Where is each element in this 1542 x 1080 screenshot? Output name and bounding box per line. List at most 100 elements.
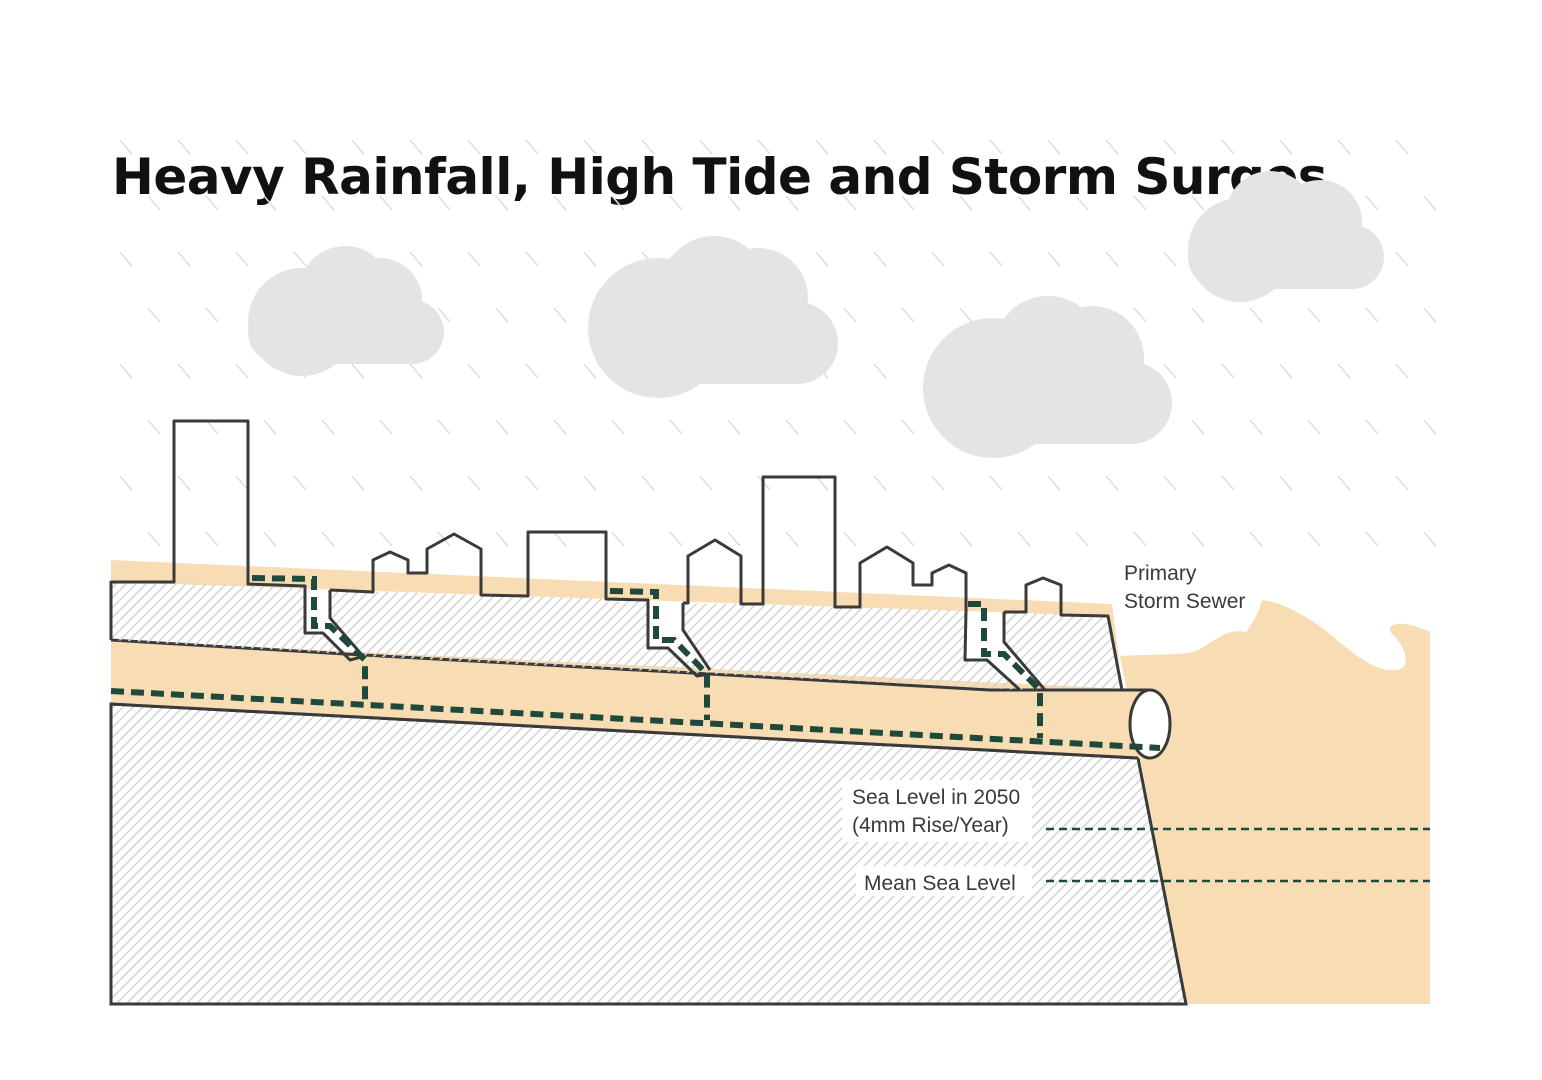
rain-streak: [1249, 307, 1263, 323]
rain-streak: [379, 195, 393, 211]
rain-streak: [409, 251, 423, 267]
rain-streak: [901, 195, 915, 211]
rain-streak: [553, 195, 567, 211]
rain-streak: [1047, 251, 1061, 267]
rain-streak: [553, 419, 567, 435]
rain-streak: [1307, 531, 1321, 547]
rain-streak: [1249, 419, 1263, 435]
rain-streak: [467, 475, 481, 491]
rain-streak: [119, 139, 133, 155]
rain-streak: [1047, 475, 1061, 491]
rain-streak: [1221, 139, 1235, 155]
rain-streak: [1307, 419, 1321, 435]
cloud-icon: [1188, 171, 1384, 302]
rain-streak: [699, 139, 713, 155]
rain-streak: [1221, 363, 1235, 379]
rain-streak: [1423, 419, 1437, 435]
rain-streak: [147, 419, 161, 435]
rain-streak: [263, 195, 277, 211]
rain-streak: [379, 531, 393, 547]
rain-streak: [351, 475, 365, 491]
rain-streak: [989, 475, 1003, 491]
rain-streak: [1133, 307, 1147, 323]
rain-streak: [321, 419, 335, 435]
rain-streak: [1423, 531, 1437, 547]
rain-streak: [437, 307, 451, 323]
rain-streak: [843, 531, 857, 547]
rain-streak: [989, 251, 1003, 267]
rain-streak: [873, 475, 887, 491]
rain-streak: [1365, 419, 1379, 435]
rain-streak: [641, 475, 655, 491]
rain-streak: [409, 475, 423, 491]
rain-streak: [177, 251, 191, 267]
rain-streak: [119, 363, 133, 379]
rain-streak: [437, 195, 451, 211]
rain-streak: [1423, 195, 1437, 211]
sea-level-2050-label-line1: Sea Level in 2050: [852, 786, 1020, 809]
rain-streak: [1337, 475, 1351, 491]
rain-streak: [843, 419, 857, 435]
rain-streak: [1365, 531, 1379, 547]
rain-streak: [235, 251, 249, 267]
rain-streak: [611, 531, 625, 547]
rain-streak: [1163, 251, 1177, 267]
rain-streak: [901, 307, 915, 323]
rain-streak: [263, 419, 277, 435]
rain-streak: [1337, 363, 1351, 379]
rain-streak: [147, 531, 161, 547]
rain-streak: [525, 475, 539, 491]
rain-streak: [147, 307, 161, 323]
rain-streak: [147, 195, 161, 211]
rain-streak: [177, 475, 191, 491]
rain-streak: [495, 307, 509, 323]
rain-streak: [611, 419, 625, 435]
rain-streak: [641, 139, 655, 155]
rain-streak: [901, 419, 915, 435]
rain-streak: [495, 419, 509, 435]
rain-streak: [1163, 139, 1177, 155]
rain-streak: [263, 531, 277, 547]
rain-streak: [1191, 531, 1205, 547]
rain-streak: [1249, 531, 1263, 547]
rain-streak: [1133, 195, 1147, 211]
rain-streak: [931, 475, 945, 491]
rain-streak: [583, 139, 597, 155]
rain-streak: [1105, 139, 1119, 155]
rain-streak: [467, 251, 481, 267]
city-skyline-outline: [109, 419, 1124, 692]
rain-streak: [843, 195, 857, 211]
rain-streak: [959, 531, 973, 547]
rain-streak: [1423, 307, 1437, 323]
rain-streak: [553, 307, 567, 323]
cloud-icon: [588, 236, 838, 398]
rain-streak: [727, 419, 741, 435]
rain-streak: [1365, 195, 1379, 211]
rain-streak: [1047, 139, 1061, 155]
rain-streak: [815, 251, 829, 267]
sea-water: [1120, 600, 1430, 1004]
rain-streak: [901, 531, 915, 547]
rain-streak: [1163, 363, 1177, 379]
rain-streak: [959, 307, 973, 323]
rain-streak: [873, 251, 887, 267]
rain-streak: [293, 475, 307, 491]
rain-streak: [321, 195, 335, 211]
rain-streak: [177, 363, 191, 379]
rain-streak: [1395, 363, 1409, 379]
rain-streak: [785, 531, 799, 547]
rain-streak: [959, 195, 973, 211]
sewer-label-line1: Primary: [1124, 562, 1197, 585]
rain-streak: [177, 139, 191, 155]
rain-streak: [583, 251, 597, 267]
rain-streak: [351, 363, 365, 379]
rain-streak: [495, 531, 509, 547]
cloud-icon: [248, 246, 444, 376]
rain-streak: [437, 419, 451, 435]
rain-streak: [583, 363, 597, 379]
rain-streak: [119, 251, 133, 267]
rain-streak: [757, 139, 771, 155]
surface-layer: [111, 560, 1120, 668]
rain-streak: [351, 139, 365, 155]
